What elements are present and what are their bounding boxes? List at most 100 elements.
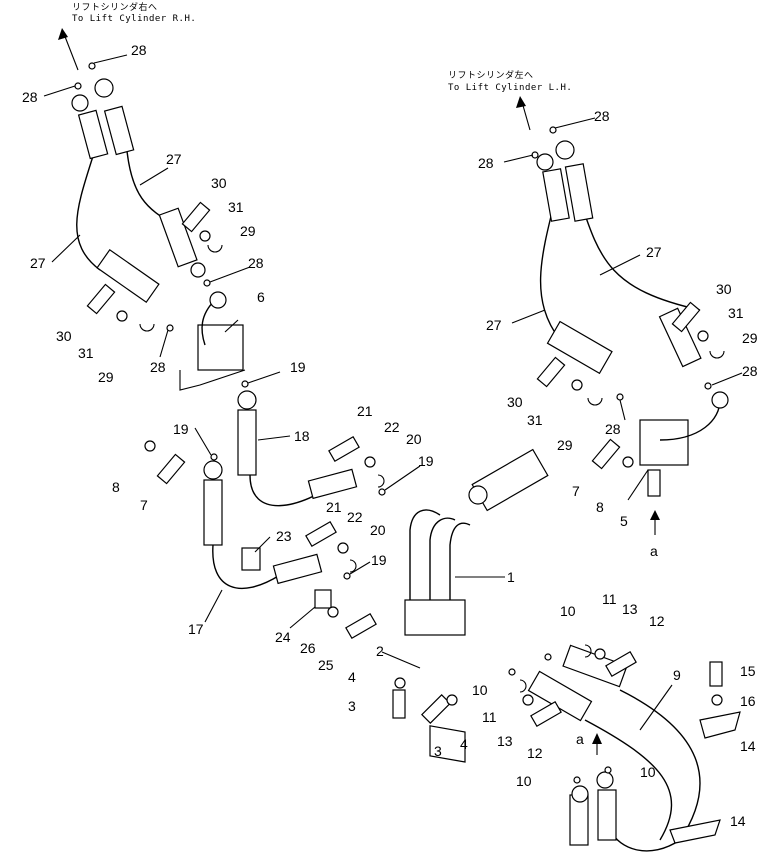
hose-17-end	[272, 553, 323, 585]
clamp-29-la	[139, 323, 155, 332]
hose-9-a	[609, 689, 701, 852]
callouts: 28 28 27 30 31 29 27 28 6 30 31 29 28 19…	[22, 42, 758, 829]
destination-rh-jp: リフトシリンダ右へ	[72, 1, 158, 13]
washer-31-la	[116, 310, 128, 322]
callout-12: 12	[527, 745, 543, 761]
callout-22: 22	[384, 419, 400, 435]
callout-30: 30	[716, 281, 732, 297]
callout-20: 20	[370, 522, 386, 538]
callout-31: 31	[228, 199, 244, 215]
callout-26: 26	[300, 640, 316, 656]
leader-28g	[619, 399, 626, 421]
view-arrow-a-lower-head	[592, 733, 602, 744]
callout-10: 10	[560, 603, 576, 619]
flange-9-b	[596, 771, 614, 789]
oring-28-f	[549, 126, 557, 134]
callout-20: 20	[406, 431, 422, 447]
nut-right-a	[536, 153, 554, 171]
hose-18-end	[307, 468, 358, 500]
bolt-21-b	[305, 520, 337, 548]
clamp-14-upper	[699, 711, 741, 739]
bolt-12-b	[530, 700, 562, 728]
callout-28: 28	[594, 108, 610, 124]
leader-2	[381, 651, 421, 669]
callout-7: 7	[140, 497, 148, 513]
callout-23: 23	[276, 528, 292, 544]
hose-17-fitting	[203, 479, 223, 546]
callout-28: 28	[605, 421, 621, 437]
callout-2: 2	[376, 643, 384, 659]
callout-9: 9	[673, 667, 681, 683]
flange-18	[237, 390, 257, 410]
callout-30: 30	[56, 328, 72, 344]
clip-23	[241, 547, 261, 571]
callout-27: 27	[646, 244, 662, 260]
leader-28b	[43, 85, 76, 97]
nut-right-b	[555, 140, 575, 160]
hoses-lower	[527, 644, 741, 852]
washer-31-ra	[571, 379, 583, 391]
callout-13: 13	[622, 601, 638, 617]
callout-10: 10	[640, 764, 656, 780]
callout-15: 15	[740, 663, 756, 679]
clamp-29-rb	[709, 350, 725, 359]
callout-10: 10	[472, 682, 488, 698]
bolt-12-a	[605, 650, 637, 678]
oring-28-c	[203, 279, 211, 287]
bolt-30-lb	[181, 201, 211, 233]
ring-20-b	[349, 559, 357, 573]
oring-28-b	[88, 62, 96, 70]
callout-29: 29	[557, 437, 573, 453]
washer-8-left	[144, 440, 156, 452]
view-label-a-lower: a	[576, 731, 584, 747]
callout-6: 6	[257, 289, 265, 305]
leader-19b	[194, 427, 212, 456]
hose-fitting-left-a	[77, 109, 109, 160]
bolt-30-rb	[671, 301, 701, 333]
callout-8: 8	[596, 499, 604, 515]
destination-lh-jp: リフトシリンダ左へ	[448, 69, 534, 81]
callout-13: 13	[497, 733, 513, 749]
leader-19d	[349, 561, 371, 575]
callout-31: 31	[78, 345, 94, 361]
destination-lh: リフトシリンダ左へ To Lift Cylinder L.H.	[448, 69, 572, 131]
callout-29: 29	[240, 223, 256, 239]
callout-27: 27	[30, 255, 46, 271]
leader-6	[224, 319, 239, 333]
callout-19: 19	[290, 359, 306, 375]
bolt-25	[345, 612, 377, 640]
hose-fitting-right-a	[542, 168, 570, 222]
callout-11: 11	[482, 709, 497, 725]
bolt-30-la	[86, 283, 116, 315]
washer-13-a	[594, 648, 606, 660]
oring-10-a	[544, 653, 552, 661]
hose-27-left-outer	[76, 139, 101, 271]
callout-18: 18	[294, 428, 310, 444]
washer-16	[711, 694, 723, 706]
clamp-29-ra	[587, 397, 603, 406]
callout-11: 11	[602, 591, 617, 607]
tube-1-a	[409, 509, 441, 600]
washer-22-b	[337, 542, 349, 554]
callout-3: 3	[434, 743, 442, 759]
washer-31-rb	[697, 330, 709, 342]
leader-9	[639, 684, 673, 731]
callout-27: 27	[486, 317, 502, 333]
callout-22: 22	[347, 509, 363, 525]
bolt-15	[709, 661, 723, 687]
view-label-a-upper: a	[650, 543, 658, 559]
callout-29: 29	[98, 369, 114, 385]
ring-11-b	[519, 679, 527, 693]
callout-1: 1	[507, 569, 515, 585]
flange-17	[203, 460, 223, 480]
callout-28: 28	[150, 359, 166, 375]
leader-lines	[43, 54, 743, 731]
nut-5	[711, 391, 729, 409]
hose-end-right-lower	[546, 320, 613, 375]
callout-4: 4	[460, 736, 468, 752]
callout-28: 28	[131, 42, 147, 58]
hose-end-left-upper	[158, 207, 198, 268]
hoses-right	[536, 140, 729, 535]
oring-28-g	[616, 393, 624, 401]
callout-31: 31	[728, 305, 744, 321]
